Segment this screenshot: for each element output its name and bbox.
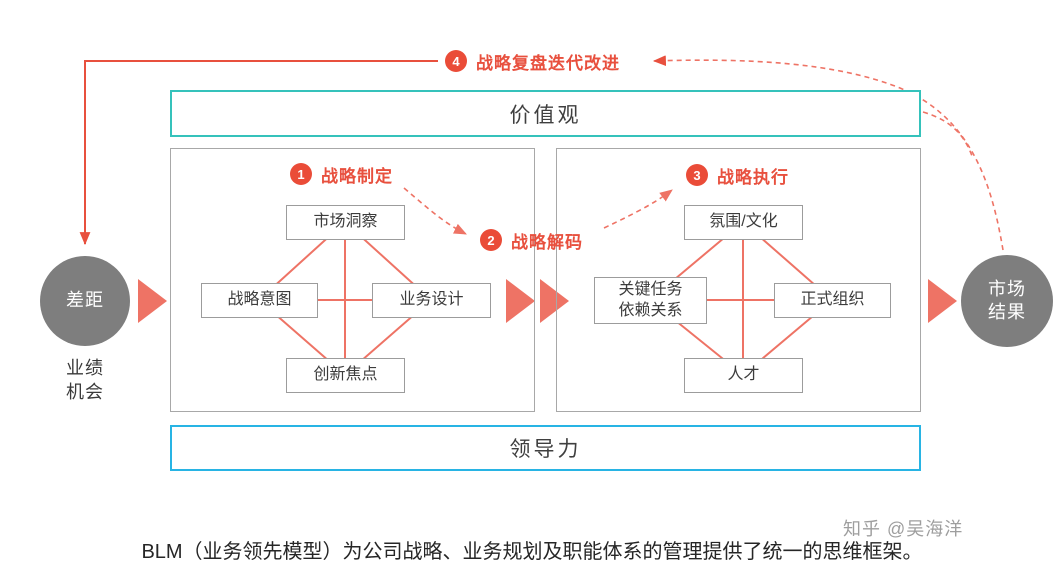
feedback-line <box>79 60 438 246</box>
triangle-gap-to-left-panel <box>138 279 167 323</box>
gap-sublabel-line2: 机会 <box>66 382 104 403</box>
step1-label-group: 1 战略制定 <box>290 163 393 186</box>
left-diamond-lines <box>258 221 432 376</box>
step3-badge: 3 <box>686 164 708 186</box>
result-circle-line2: 结果 <box>988 302 1026 322</box>
node-key-tasks-line1: 关键任务 <box>618 280 683 298</box>
node-strategic-intent: 战略意图 <box>201 283 318 318</box>
step4-label-group: 4 战略复盘迭代改进 <box>445 50 620 73</box>
feedback-return-dashed <box>652 55 1004 251</box>
node-innovation-focus: 创新焦点 <box>286 358 405 393</box>
node-formal-organization: 正式组织 <box>774 283 891 318</box>
gap-sublabel: 业绩 机会 <box>43 356 127 405</box>
gap-circle-label: 差距 <box>66 290 104 311</box>
node-business-design: 业务设计 <box>372 283 491 318</box>
right-diamond-lines <box>649 221 833 376</box>
node-talent: 人才 <box>684 358 803 393</box>
strategy-formulation-panel <box>170 148 535 412</box>
values-bar: 价值观 <box>170 90 921 137</box>
leadership-bar: 领导力 <box>170 425 921 471</box>
caption: BLM（业务领先模型）为公司战略、业务规划及职能体系的管理提供了统一的思维框架。 <box>141 541 923 563</box>
step2-label-group: 2 战略解码 <box>480 229 583 252</box>
step4-label: 战略复盘迭代改进 <box>476 53 620 73</box>
node-key-tasks: 关键任务 依赖关系 <box>594 277 707 324</box>
result-circle: 市场 结果 <box>961 255 1053 347</box>
arrow-step2-to-step3 <box>603 189 673 229</box>
watermark: 知乎 @吴海洋 <box>843 519 964 539</box>
leadership-bar-label: 领导力 <box>509 438 582 461</box>
step2-badge: 2 <box>480 229 502 251</box>
step3-label-group: 3 战略执行 <box>686 164 789 187</box>
node-key-tasks-line2: 依赖关系 <box>618 301 683 319</box>
step1-label: 战略制定 <box>321 166 393 186</box>
gap-circle: 差距 <box>40 256 130 346</box>
result-circle-line1: 市场 <box>988 278 1026 299</box>
values-bar-label: 价值观 <box>509 103 582 127</box>
node-atmosphere-culture: 氛围/文化 <box>684 205 803 240</box>
step4-badge: 4 <box>445 50 467 72</box>
strategy-execution-panel <box>556 148 921 412</box>
node-market-insight: 市场洞察 <box>286 205 405 240</box>
step1-badge: 1 <box>290 163 312 185</box>
triangle-right-to-result <box>928 279 957 323</box>
values-dashed-connector <box>922 111 973 157</box>
arrow-step1-to-step2 <box>403 187 467 235</box>
triangle-left-to-right-1 <box>506 279 535 323</box>
gap-sublabel-line1: 业绩 <box>66 358 104 378</box>
step2-label: 战略解码 <box>511 232 583 252</box>
step3-label: 战略执行 <box>717 167 789 187</box>
triangle-left-to-right-2 <box>540 279 569 323</box>
